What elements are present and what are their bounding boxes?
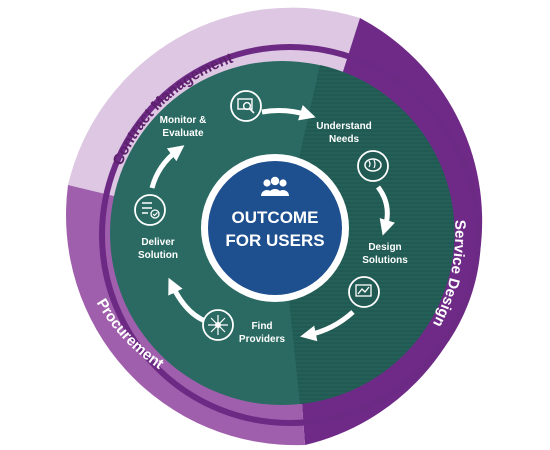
step-label-find-providers-line2: Providers	[239, 334, 286, 345]
center-circle	[208, 161, 342, 295]
blueprint-icon	[348, 276, 380, 308]
step-label-understand-needs-line1: Understand	[316, 121, 372, 132]
network-icon	[202, 309, 234, 341]
step-label-monitor-evaluate-line2: Evaluate	[162, 128, 204, 139]
center-title-line2: FOR USERS	[225, 231, 324, 250]
arrow-monitor-to-understand	[261, 105, 316, 121]
arrow-design-to-find	[300, 310, 355, 342]
step-label-deliver-solution-line1: Deliver	[141, 237, 174, 248]
step-label-design-solutions-line2: Solutions	[362, 255, 408, 266]
step-label-design-solutions-line1: Design	[368, 242, 401, 253]
people-icon	[261, 176, 289, 196]
inner-disc-dark-sector	[282, 65, 455, 404]
arrow-understand-to-design	[375, 185, 395, 236]
step-label-monitor-evaluate-line1: Monitor &	[160, 115, 207, 126]
center-title-line1: OUTCOME	[232, 208, 319, 227]
magnifier-chart-icon	[230, 90, 262, 122]
step-label-understand-needs-line2: Needs	[329, 134, 359, 145]
brain-icon	[357, 150, 389, 182]
checklist-icon	[134, 194, 166, 226]
step-label-find-providers-line1: Find	[251, 321, 272, 332]
arrow-deliver-to-monitor	[149, 145, 185, 189]
step-label-deliver-solution-line2: Solution	[138, 250, 178, 261]
ring-divider	[99, 44, 481, 426]
